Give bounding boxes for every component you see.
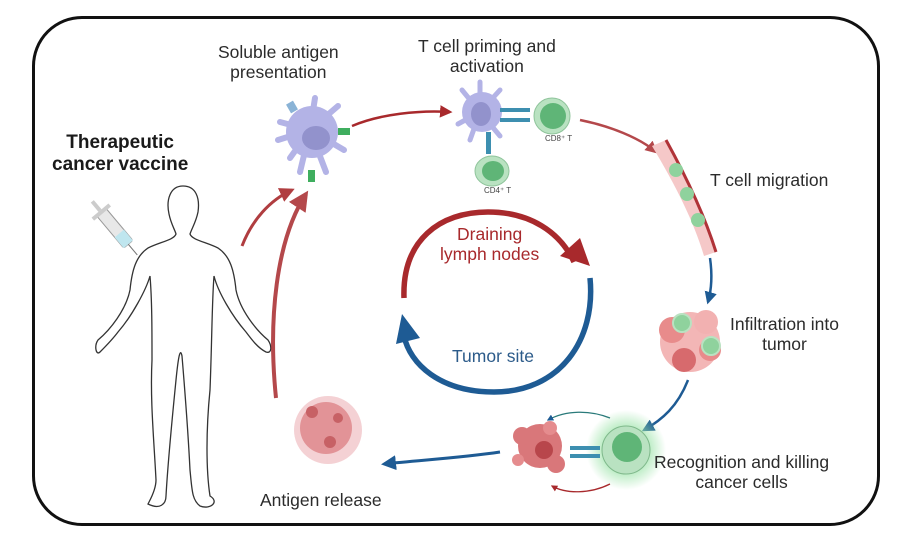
antigen-release-arrow <box>271 190 309 399</box>
cd4-t-cell-icon <box>474 155 510 187</box>
label-tumor-site: Tumor site <box>452 346 535 366</box>
infiltration-arrow <box>704 257 717 305</box>
tumor-infiltration-icon <box>659 310 721 372</box>
syringe-icon <box>90 200 138 256</box>
lymph-node-cycle-arrow <box>401 209 577 299</box>
tumor-site-arrowhead <box>396 314 420 344</box>
cd8-t-cell-icon <box>533 97 571 135</box>
killer-t-cell-icon <box>601 425 651 475</box>
diagram-frame <box>32 16 880 526</box>
antigen-debris-icon <box>294 396 362 464</box>
vaccine-arrow <box>240 188 295 247</box>
dying-cancer-cell-icon <box>512 421 565 473</box>
priming-dendritic-cell-icon <box>455 79 530 154</box>
dendritic-cell-icon <box>275 95 350 182</box>
migration-arrow <box>579 118 658 154</box>
blood-vessel-icon <box>652 139 718 256</box>
label-antigen-release: Antigen release <box>260 490 382 510</box>
label-cd4: CD4⁺ T <box>484 186 512 195</box>
antigen-release-blue-arrow <box>381 450 501 471</box>
label-t-cell-migration: T cell migration <box>710 170 829 190</box>
priming-arrow <box>351 105 453 128</box>
human-silhouette-icon <box>95 185 272 508</box>
label-cd8: CD8⁺ T <box>545 134 573 143</box>
lymph-node-arrowhead <box>560 238 590 266</box>
tumor-site-cycle-arrow <box>401 277 594 395</box>
